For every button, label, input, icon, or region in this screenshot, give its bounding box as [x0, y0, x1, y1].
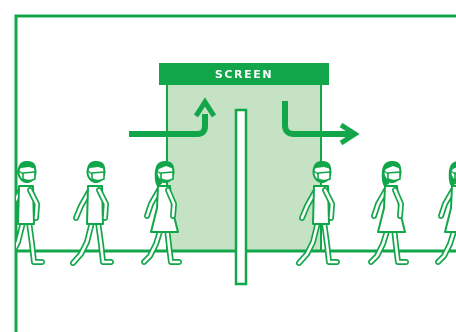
- divider-post: [236, 110, 246, 284]
- person-5: [371, 161, 406, 262]
- person-2: [73, 161, 111, 263]
- screen-label: SCREEN: [159, 63, 329, 85]
- person-6: [438, 161, 456, 262]
- person-1: [4, 161, 42, 263]
